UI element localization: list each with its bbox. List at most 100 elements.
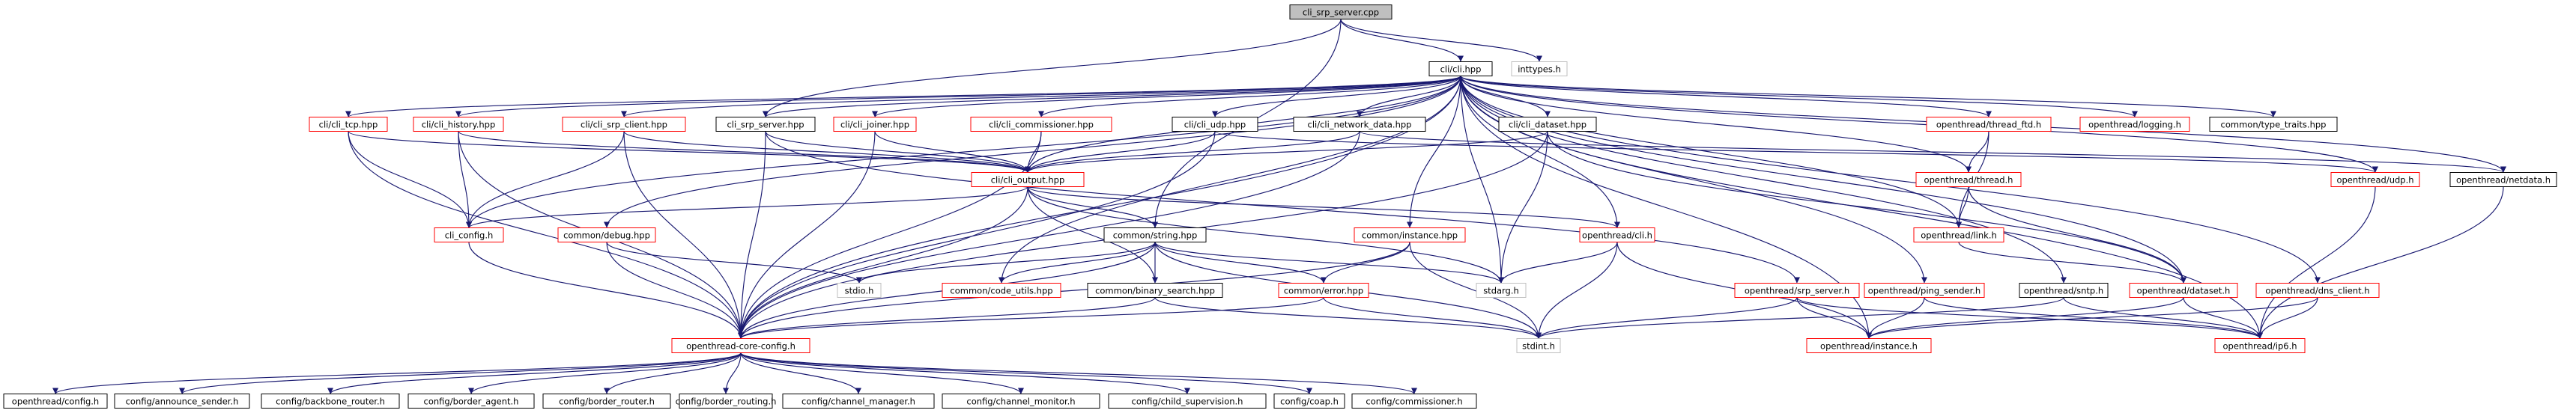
edge-common_debug-to-stdio — [606, 242, 862, 284]
edge-binary_search-to-stdint — [1154, 297, 1542, 339]
node-cfg-border-router[interactable]: config/border_router.h — [542, 394, 671, 409]
node-cfg-announce[interactable]: config/announce_sender.h — [114, 394, 250, 409]
node-cfg-channel-manager[interactable]: config/channel_manager.h — [782, 394, 935, 409]
node-cfg-child-supervision[interactable]: config/child_supervision.h — [1108, 394, 1267, 409]
edge-root-to-cli_srp_server — [763, 19, 1342, 117]
node-label: openthread/srp_server.h — [1745, 286, 1849, 296]
node-cfg-coap[interactable]: config/coap.h — [1273, 394, 1345, 409]
edge-cli_dataset-to-stdarg — [1497, 131, 1548, 284]
node-ot-srp-server[interactable]: openthread/srp_server.h — [1734, 283, 1860, 298]
node-cli-srp-client[interactable]: cli/cli_srp_client.hpp — [562, 117, 686, 132]
node-cli-network-data[interactable]: cli/cli_network_data.hpp — [1293, 117, 1426, 132]
edge-cli_srp_client-to-cli_config — [466, 131, 625, 228]
node-label: config/border_agent.h — [424, 397, 519, 407]
node-code-utils[interactable]: common/code_utils.hpp — [942, 283, 1061, 298]
node-ot-ip6[interactable]: openthread/ip6.h — [2214, 338, 2306, 353]
edge-ot_core_config-to-cfg_channel_manager — [740, 352, 861, 394]
dependency-edges — [52, 19, 2506, 394]
node-ot-cli[interactable]: openthread/cli.h — [1579, 227, 1655, 242]
edge-cli_output-to-ot_core_config — [738, 186, 1028, 339]
edge-cli_joiner-to-ot_core_config — [737, 131, 876, 339]
node-label: cli_srp_server.cpp — [1303, 7, 1379, 18]
edge-cli_output-to-cli_config — [466, 186, 1028, 228]
node-root[interactable]: cli_srp_server.cpp — [1289, 4, 1392, 19]
edge-cli-to-ot_logging — [1460, 76, 2138, 117]
node-cfg-border-agent[interactable]: config/border_agent.h — [407, 394, 535, 409]
edge-cli-to-ot_sntp — [1460, 76, 2067, 284]
node-label: common/code_utils.hpp — [950, 286, 1052, 296]
node-box — [114, 394, 250, 409]
node-cli-udp[interactable]: cli/cli_udp.hpp — [1172, 117, 1258, 132]
node-cli-commissioner[interactable]: cli/cli_commissioner.hpp — [970, 117, 1112, 132]
node-ot-sntp[interactable]: openthread/sntp.h — [2019, 283, 2109, 298]
node-ot-netdata[interactable]: openthread/netdata.h — [2449, 172, 2557, 187]
edge-cli_output-to-stdarg — [1027, 186, 1504, 284]
node-cli-output[interactable]: cli/cli_output.hpp — [971, 172, 1085, 187]
node-cfg-backbone[interactable]: config/backbone_router.h — [261, 394, 400, 409]
node-box — [1734, 283, 1860, 298]
node-type-traits[interactable]: common/type_traits.hpp — [2209, 117, 2338, 132]
node-stdio: stdio.h — [837, 283, 882, 298]
node-box — [2209, 117, 2338, 132]
node-label: cli/cli_joiner.hpp — [840, 120, 909, 130]
node-ot-link[interactable]: openthread/link.h — [1913, 227, 2004, 242]
node-binary-search[interactable]: common/binary_search.hpp — [1087, 283, 1223, 298]
node-cfg-channel-monitor[interactable]: config/channel_monitor.h — [942, 394, 1100, 409]
node-label: cli/cli_commissioner.hpp — [989, 120, 1094, 130]
edge-cli-to-ot_cli — [1460, 76, 1621, 228]
node-box — [970, 117, 1112, 132]
node-cfg-commissioner[interactable]: config/commissioner.h — [1351, 394, 1477, 409]
node-cli-tcp[interactable]: cli/cli_tcp.hpp — [309, 117, 388, 132]
node-cli-config[interactable]: cli_config.h — [434, 227, 504, 242]
node-box — [542, 394, 671, 409]
node-label: config/backbone_router.h — [276, 397, 385, 407]
node-ot-ping-sender[interactable]: openthread/ping_sender.h — [1864, 283, 1985, 298]
edge-ot_thread_ftd-to-ot_thread — [1965, 131, 1989, 173]
node-common-error[interactable]: common/error.hpp — [1278, 283, 1369, 298]
node-ot-thread-ftd[interactable]: openthread/thread_ftd.h — [1926, 117, 2052, 132]
node-label: common/error.hpp — [1284, 286, 1363, 296]
node-ot-config[interactable]: openthread/config.h — [3, 394, 108, 409]
edge-root-to-inttypes — [1340, 19, 1542, 62]
node-box — [261, 394, 400, 409]
edge-ot_srp_server-to-ot_instance — [1796, 297, 1872, 339]
node-ot-dataset[interactable]: openthread/dataset.h — [2129, 283, 2238, 298]
edge-cli_tcp-to-ot_core_config — [348, 131, 744, 339]
node-ot-logging[interactable]: openthread/logging.h — [2079, 117, 2190, 132]
node-common-string[interactable]: common/string.hpp — [1103, 227, 1207, 242]
node-label: openthread/ping_sender.h — [1868, 286, 1981, 296]
node-box — [1108, 394, 1267, 409]
node-cli-srp-server[interactable]: cli_srp_server.hpp — [715, 117, 816, 132]
node-box — [971, 172, 1085, 187]
edge-cli_dataset-to-ot_dataset — [1547, 131, 2186, 284]
edge-cli-to-cli_srp_client — [621, 76, 1461, 117]
node-ot-dns-client[interactable]: openthread/dns_client.h — [2255, 283, 2380, 298]
edge-cli-to-ot_ping_sender — [1460, 76, 1927, 284]
node-common-instance[interactable]: common/instance.hpp — [1354, 227, 1466, 242]
node-label: stdarg.h — [1483, 286, 1519, 296]
node-label: openthread/netdata.h — [2456, 175, 2551, 186]
node-cli-history[interactable]: cli/cli_history.hpp — [413, 117, 504, 132]
node-common-debug[interactable]: common/debug.hpp — [557, 227, 656, 242]
node-box — [413, 117, 504, 132]
node-ot-core-config[interactable]: openthread-core-config.h — [671, 338, 810, 353]
edge-ot_core_config-to-cfg_announce — [179, 352, 742, 394]
edge-common_instance-to-ot_core_config — [738, 242, 1410, 339]
node-cfg-border-routing[interactable]: config/border_routing.h — [676, 394, 777, 409]
node-label: openthread/udp.h — [2336, 175, 2413, 186]
node-ot-instance[interactable]: openthread/instance.h — [1806, 338, 1932, 353]
node-ot-thread[interactable]: openthread/thread.h — [1915, 172, 2022, 187]
node-label: cli/cli.hpp — [1440, 64, 1482, 75]
node-cli[interactable]: cli/cli.hpp — [1428, 61, 1493, 76]
node-cli-joiner[interactable]: cli/cli_joiner.hpp — [833, 117, 917, 132]
edge-cli-to-cli_srp_server — [763, 76, 1461, 117]
node-label: cli/cli_output.hpp — [991, 175, 1065, 186]
edge-cli_commissioner-to-ot_core_config — [737, 131, 1042, 339]
edge-cli_udp-to-ot_udp — [1214, 131, 2378, 173]
edge-cli_srp_server-to-cli_output — [765, 131, 1031, 173]
node-cli-dataset[interactable]: cli/cli_dataset.hpp — [1498, 117, 1597, 132]
node-box — [671, 338, 810, 353]
node-box — [1511, 61, 1568, 76]
edge-cli_history-to-cli_output — [458, 131, 1031, 173]
node-ot-udp[interactable]: openthread/udp.h — [2330, 172, 2420, 187]
